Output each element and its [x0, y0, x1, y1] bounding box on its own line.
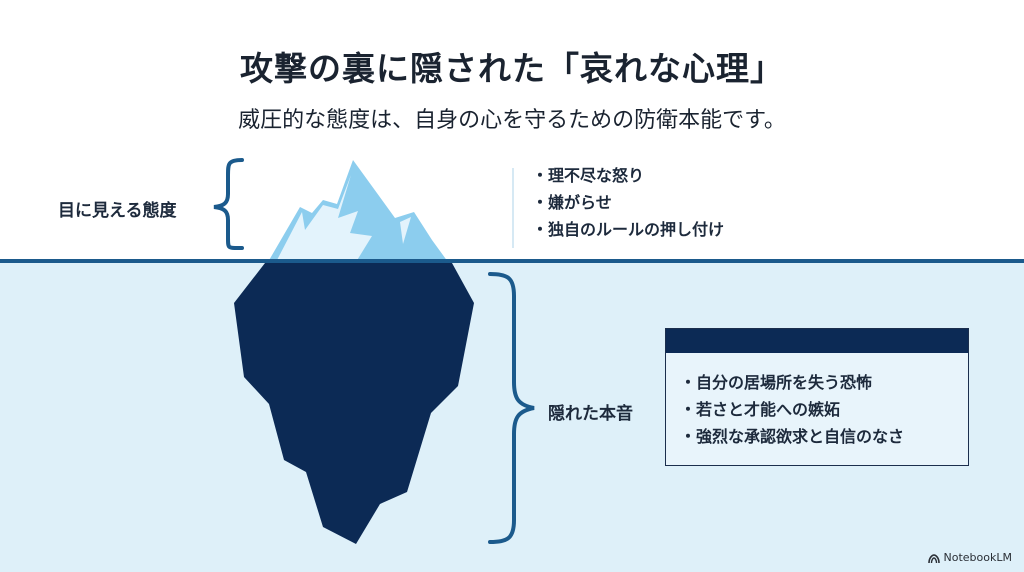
notebooklm-branding: NotebookLM [927, 551, 1012, 564]
hidden-truth-label: 隠れた本音 [548, 404, 633, 424]
page-subtitle: 威圧的な態度は、自身の心を守るための防衛本能です。 [238, 108, 786, 133]
hidden-truth-list: 自分の居場所を失う恐怖 若さと才能への嫉妬 強烈な承認欲求と自信のなさ [680, 369, 904, 450]
page-title: 攻撃の裏に隠された「哀れな心理」 [240, 49, 784, 88]
list-item: 強烈な承認欲求と自信のなさ [680, 423, 904, 450]
list-item: 若さと才能への嫉妬 [680, 396, 904, 423]
iceberg-tip-icon [268, 160, 448, 262]
brand-text: NotebookLM [943, 551, 1012, 564]
brace-hidden-icon [488, 272, 535, 544]
list-item: 独自のルールの押し付け [532, 216, 724, 243]
list-item: 理不尽な怒り [532, 162, 724, 189]
divider [512, 168, 514, 248]
notebooklm-logo-icon [927, 553, 940, 563]
visible-attitude-list: 理不尽な怒り 嫌がらせ 独自のルールの押し付け [532, 162, 724, 243]
brace-visible-icon [213, 158, 244, 251]
list-item: 自分の居場所を失う恐怖 [680, 369, 904, 396]
waterline [0, 259, 1024, 263]
iceberg-body-icon [234, 263, 474, 544]
list-item: 嫌がらせ [532, 189, 724, 216]
visible-attitude-label: 目に見える態度 [58, 201, 177, 221]
box-header-bar [666, 329, 968, 353]
